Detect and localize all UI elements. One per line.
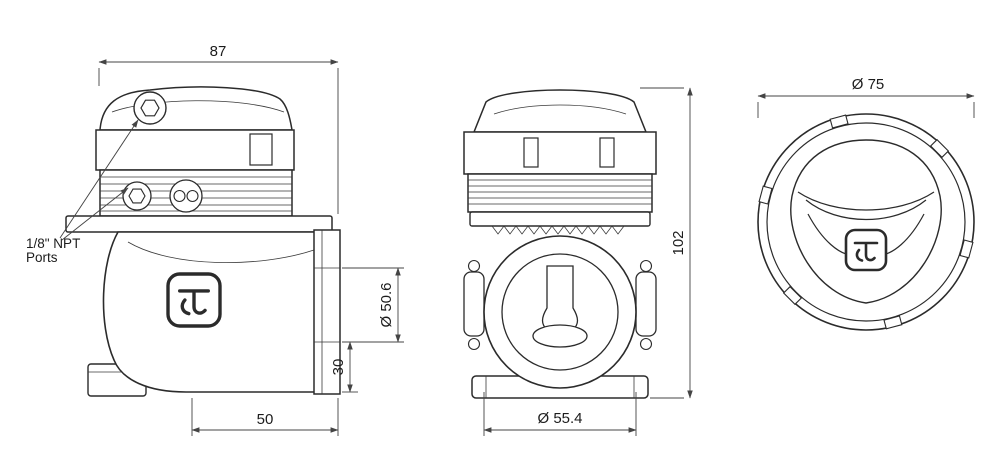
top-clamp-tabs xyxy=(758,114,974,330)
front-serration xyxy=(491,225,625,235)
top-cap-face xyxy=(790,139,942,304)
dim-cap-diameter-label: Ø 75 xyxy=(852,76,885,93)
dim-axis-to-face-label: 50 xyxy=(257,411,274,428)
front-band-tab-1 xyxy=(523,137,539,168)
front-left-bolt-bottom xyxy=(467,337,481,351)
dim-overall-height-label: 102 xyxy=(670,230,687,255)
front-mid-band xyxy=(463,131,657,175)
dim-valve-bore: Ø 55.4 xyxy=(483,392,637,436)
front-valve-head xyxy=(532,324,588,348)
side-cap-seam xyxy=(111,100,285,113)
front-cap-seam xyxy=(493,104,627,115)
side-body-contour xyxy=(127,241,315,264)
side-front-port-1-hex-icon xyxy=(128,188,146,204)
ports-label-line1: 1/8" NPT xyxy=(26,236,80,251)
front-left-bolt-top xyxy=(467,259,481,273)
front-band-tab-2 xyxy=(599,137,615,168)
side-outlet-flange xyxy=(313,229,341,395)
front-collar xyxy=(469,211,651,227)
dim-outlet-bore: Ø 50.6 xyxy=(342,267,404,343)
ports-label-line2: Ports xyxy=(26,250,58,265)
clamp-tab xyxy=(758,185,773,205)
clamp-tab xyxy=(959,239,974,259)
front-right-bolt-bottom xyxy=(639,337,653,351)
dimensions-layer: 87 1/8" NPT Ports Ø 50.6 30 50 xyxy=(26,43,975,436)
side-band-tab xyxy=(249,133,273,166)
side-valve-body xyxy=(102,231,317,393)
top-cap-swoosh xyxy=(797,191,935,255)
clamp-tab xyxy=(929,138,950,159)
dim-cap-diameter: Ø 75 xyxy=(757,76,975,118)
dim-outlet-offset: 30 xyxy=(330,341,358,393)
dim-overall-height: 102 xyxy=(640,87,693,399)
dim-outlet-offset-label: 30 xyxy=(330,359,347,376)
front-actuator-cap xyxy=(472,89,648,133)
dim-axis-to-face: 50 xyxy=(191,398,339,436)
front-right-lug xyxy=(635,271,657,337)
side-front-port-1 xyxy=(122,181,152,211)
side-flange-plate xyxy=(65,215,333,233)
front-bottom-flange-lips xyxy=(485,376,635,398)
side-actuator-cap xyxy=(99,86,293,131)
front-right-bolt-top xyxy=(639,259,653,273)
top-view xyxy=(757,113,975,331)
front-valve-stem xyxy=(541,265,579,331)
side-top-port xyxy=(133,91,167,125)
dim-body-width: 87 xyxy=(98,43,339,214)
dim-body-width-label: 87 xyxy=(210,43,227,60)
top-inner-ring xyxy=(766,122,966,322)
side-front-port-2a xyxy=(173,189,186,203)
side-outlet-bore-edges xyxy=(314,230,340,394)
front-left-lug xyxy=(463,271,485,337)
side-view xyxy=(65,86,341,397)
dim-outlet-bore-label: Ø 50.6 xyxy=(378,282,395,327)
clamp-tab xyxy=(782,285,803,306)
front-view xyxy=(463,89,657,399)
side-front-port-2b xyxy=(186,189,199,203)
ports-callout: 1/8" NPT Ports xyxy=(26,119,139,265)
side-top-port-hex-icon xyxy=(140,99,160,117)
side-front-port-2 xyxy=(169,179,203,213)
front-fins xyxy=(468,179,652,205)
clamp-tab xyxy=(883,315,903,330)
clamp-tab xyxy=(829,114,849,129)
dim-valve-bore-label: Ø 55.4 xyxy=(537,410,582,427)
